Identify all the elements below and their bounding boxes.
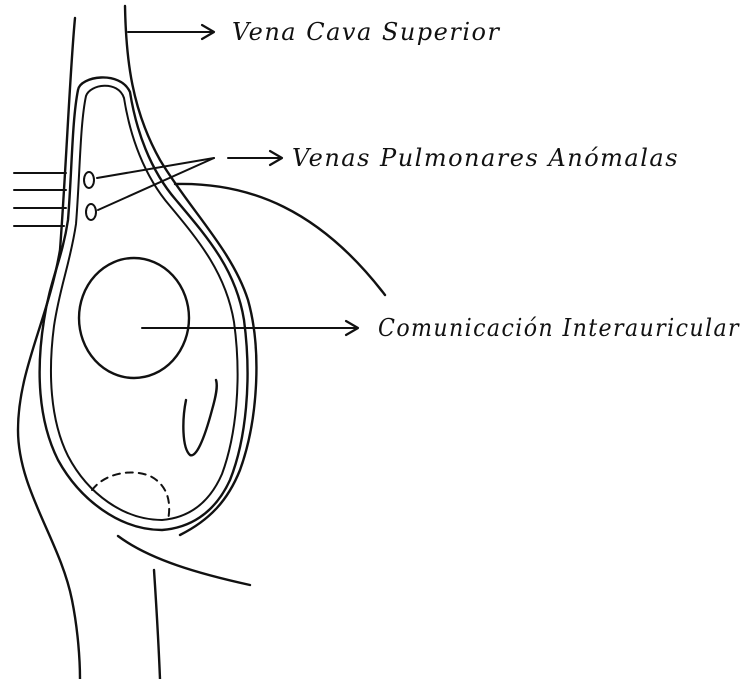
label-vena-cava-superior: Vena Cava Superior [232,18,500,46]
pulmonary-vein-opening-1 [84,172,94,188]
label-comunicacion-interauricular: Comunicación Interauricular [378,314,740,342]
dashed-valve-outline [92,472,169,520]
outer-left-wall [18,18,80,679]
atrial-septal-defect [79,258,189,378]
label-venas-pulmonares-anomalas: Venas Pulmonares Anómalas [292,144,679,172]
chamber-inner-wall [51,86,238,520]
inner-loop [183,380,216,455]
pointer-pulmonary-upper [97,158,214,178]
inferior-wall-right [154,570,160,679]
inferior-wall-left [118,536,250,585]
pulmonary-vein-opening-2 [86,204,96,220]
